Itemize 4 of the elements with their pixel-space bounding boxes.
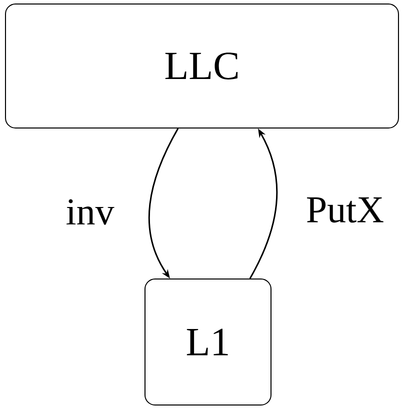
edge-label: inv <box>66 199 114 225</box>
process-box: LLC <box>5 4 399 128</box>
edge-label: PutX <box>307 197 384 223</box>
cache-box: L1 <box>144 278 272 406</box>
